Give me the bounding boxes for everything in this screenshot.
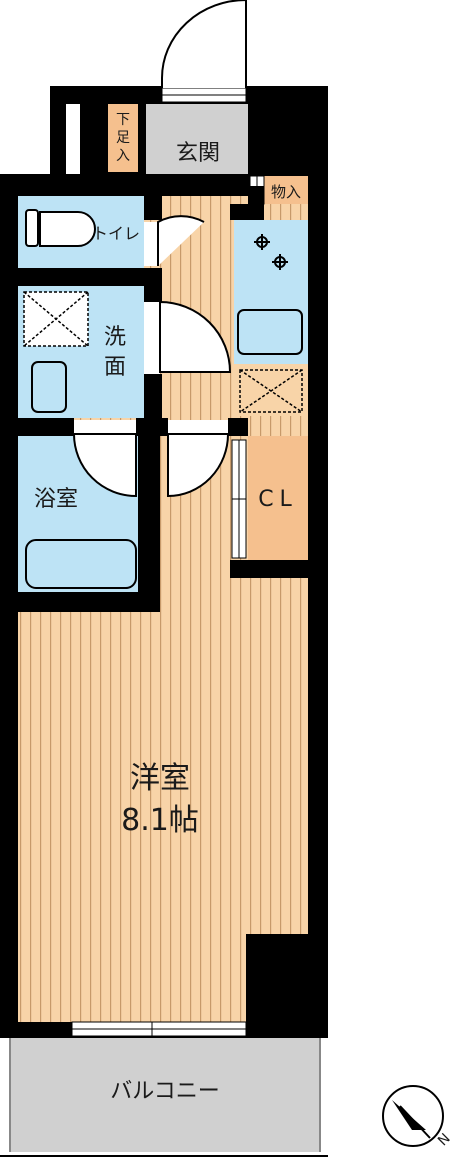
entrance-floor: [146, 104, 248, 174]
storage-box: [264, 176, 308, 204]
compass-icon: N: [382, 1085, 454, 1149]
toilet-door-swing: [157, 215, 205, 266]
entrance-label: 玄関: [176, 141, 220, 166]
storage-label: 物入: [271, 183, 301, 201]
living-door-swing: [167, 433, 230, 498]
bathroom-door-swing: [72, 433, 137, 498]
sink-icon: [237, 309, 303, 355]
balcony-label: バルコニー: [110, 1079, 220, 1104]
stove-icon: [254, 234, 288, 270]
toilet-icon: [25, 209, 96, 247]
svg-text:面: 面: [104, 355, 126, 380]
svg-text:洗: 洗: [104, 325, 126, 350]
western-room-label: 洋室: [130, 761, 190, 796]
svg-text:足: 足: [116, 130, 130, 146]
svg-text:入: 入: [116, 148, 130, 164]
shoe-storage-label: 下 足 入: [116, 112, 130, 164]
entrance-door-swing: [161, 0, 247, 88]
washroom-label: 洗 面: [104, 325, 126, 380]
shoe-storage: [108, 104, 138, 172]
refrigerator-space: [234, 364, 308, 416]
interior-walls: [0, 186, 328, 1038]
toilet-label: トイレ: [92, 224, 140, 243]
western-room-size-label: 8.1帖: [121, 803, 199, 838]
balcony: [10, 1038, 320, 1152]
washing-machine-icon: [23, 291, 89, 347]
washroom-door-swing: [159, 300, 232, 373]
closet: [248, 436, 308, 560]
bathtub-icon: [25, 539, 137, 589]
bathroom-label: 浴室: [34, 487, 78, 512]
closet-label: CL: [258, 487, 298, 512]
svg-text:下: 下: [116, 112, 130, 128]
washbasin-icon: [31, 361, 67, 413]
